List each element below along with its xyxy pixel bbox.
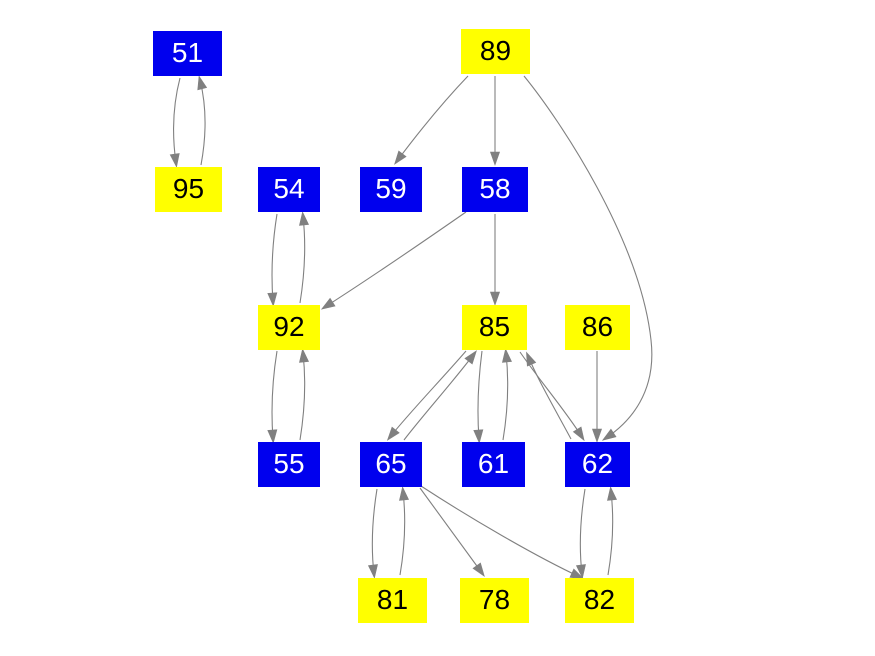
edge-89-to-58 [489, 76, 501, 166]
node-label-95: 95 [172, 172, 205, 204]
arrowhead [489, 291, 501, 306]
node-label-82: 82 [583, 583, 616, 615]
arrowhead [394, 150, 407, 165]
node-label-78: 78 [478, 583, 511, 615]
edge-62-to-82 [575, 488, 586, 579]
arrowhead [575, 564, 586, 579]
edge-62-to-85 [526, 351, 572, 440]
node-label-58: 58 [479, 172, 511, 204]
graph-node-82[interactable]: 82 [565, 578, 634, 623]
graph-node-62[interactable]: 62 [565, 442, 630, 487]
edge-82-to-62 [607, 486, 618, 576]
arrowhead [320, 297, 336, 310]
graph-node-65[interactable]: 65 [360, 442, 422, 487]
edge-86-to-62 [591, 351, 603, 443]
edge-65-to-85 [403, 350, 477, 441]
edge-58-to-85 [489, 214, 501, 306]
arrowhead [267, 292, 278, 307]
edge-85-to-62 [519, 351, 585, 442]
graph-node-92[interactable]: 92 [258, 305, 320, 350]
edge-61-to-85 [501, 348, 512, 441]
arrowhead [464, 350, 477, 365]
arrowhead [526, 351, 537, 367]
edge-65-to-82 [420, 485, 585, 580]
edge-54-to-92 [267, 213, 278, 307]
graph-node-78[interactable]: 78 [460, 578, 529, 623]
node-label-54: 54 [273, 172, 305, 204]
node-label-59: 59 [375, 172, 407, 204]
graph-node-85[interactable]: 85 [462, 305, 527, 350]
node-label-86: 86 [581, 310, 614, 342]
arrowhead [572, 426, 585, 442]
graph-node-55[interactable]: 55 [258, 442, 320, 487]
edge-51-to-95 [169, 77, 181, 168]
arrowhead [601, 428, 617, 441]
edge-81-to-65 [399, 486, 410, 576]
arrowhead [591, 428, 603, 443]
arrowhead [472, 562, 485, 577]
graph-node-86[interactable]: 86 [565, 305, 630, 350]
edge-89-to-62 [523, 75, 653, 441]
node-label-61: 61 [477, 447, 510, 479]
edge-58-to-92 [320, 211, 467, 310]
graph-node-95[interactable]: 95 [155, 167, 222, 212]
node-label-81: 81 [376, 583, 409, 615]
node-label-92: 92 [273, 310, 305, 342]
edge-55-to-92 [299, 348, 310, 441]
node-label-55: 55 [273, 447, 305, 479]
graph-node-51[interactable]: 51 [153, 31, 222, 76]
edge-65-to-78 [419, 487, 485, 577]
arrowhead [169, 153, 180, 168]
edge-95-to-51 [197, 75, 208, 166]
node-label-62: 62 [581, 447, 614, 479]
edge-65-to-81 [367, 488, 378, 579]
graph-node-59[interactable]: 59 [360, 167, 422, 212]
edge-89-to-59 [394, 75, 469, 165]
arrowhead [489, 151, 501, 166]
edge-85-to-61 [473, 350, 484, 444]
arrowhead [501, 348, 512, 363]
edge-92-to-54 [299, 211, 310, 304]
graph-node-89[interactable]: 89 [461, 29, 530, 74]
arrowhead [607, 486, 618, 501]
graph-node-58[interactable]: 58 [462, 167, 528, 212]
arrowhead [386, 426, 400, 441]
node-label-65: 65 [375, 447, 407, 479]
edge-85-to-65 [386, 350, 467, 441]
edge-92-to-55 [267, 350, 278, 444]
graph-node-61[interactable]: 61 [462, 442, 525, 487]
arrowhead [299, 348, 310, 363]
node-label-85: 85 [478, 310, 511, 342]
graph-node-81[interactable]: 81 [358, 578, 427, 623]
graph-node-54[interactable]: 54 [258, 167, 320, 212]
node-label-51: 51 [171, 36, 204, 68]
arrowhead [473, 429, 484, 444]
arrowhead [299, 211, 310, 226]
arrowhead [399, 486, 410, 501]
node-label-89: 89 [479, 34, 512, 66]
arrowhead [197, 75, 208, 91]
arrowhead [267, 429, 278, 444]
arrowhead [367, 564, 378, 579]
